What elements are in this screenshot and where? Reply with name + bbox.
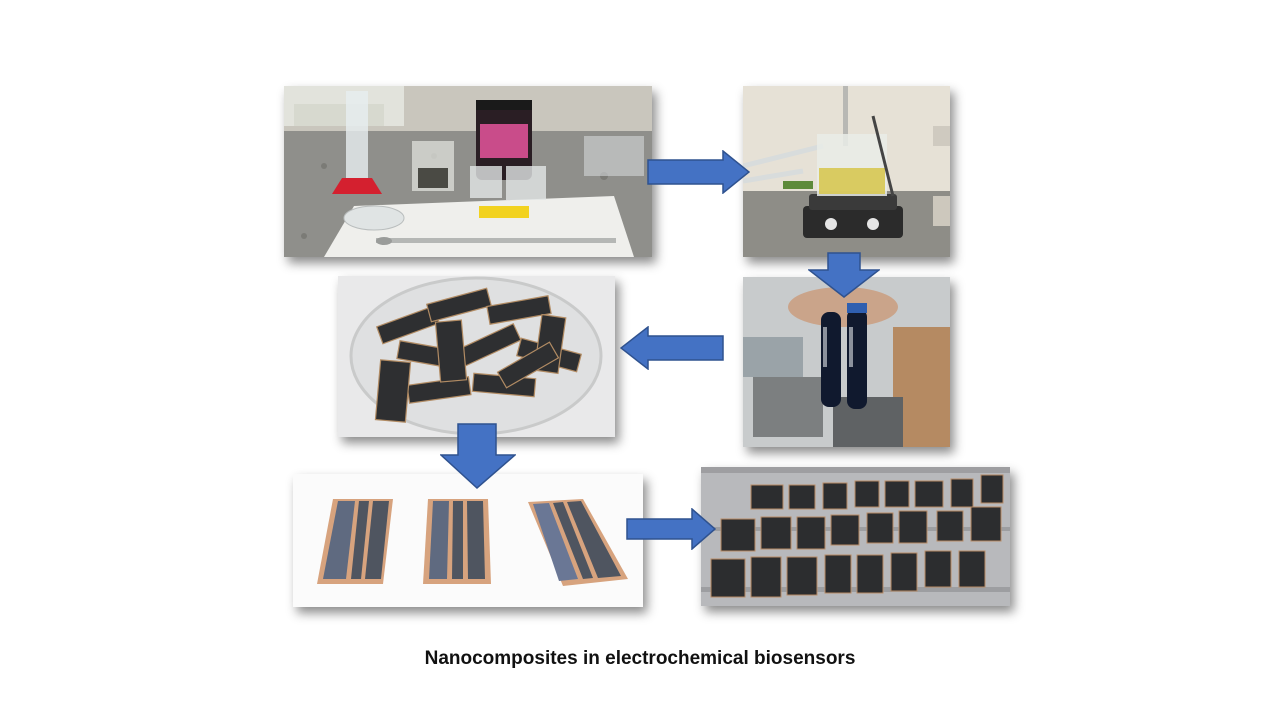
arrow-right-1-icon — [647, 150, 750, 194]
three-electrodes-photo — [293, 474, 643, 607]
reagents-photo — [284, 86, 652, 257]
electrodes-petri-photo — [338, 276, 615, 437]
arrow-down-1-icon — [808, 252, 880, 298]
electrode-array-photo — [701, 467, 1010, 606]
stirring-photo — [743, 86, 950, 257]
arrow-right-2-icon — [626, 508, 716, 550]
arrow-left-1-icon — [620, 326, 724, 370]
tubes-photo — [743, 277, 950, 447]
arrow-down-2-icon — [440, 423, 516, 489]
diagram-caption: Nanocomposites in electrochemical biosen… — [424, 648, 856, 669]
